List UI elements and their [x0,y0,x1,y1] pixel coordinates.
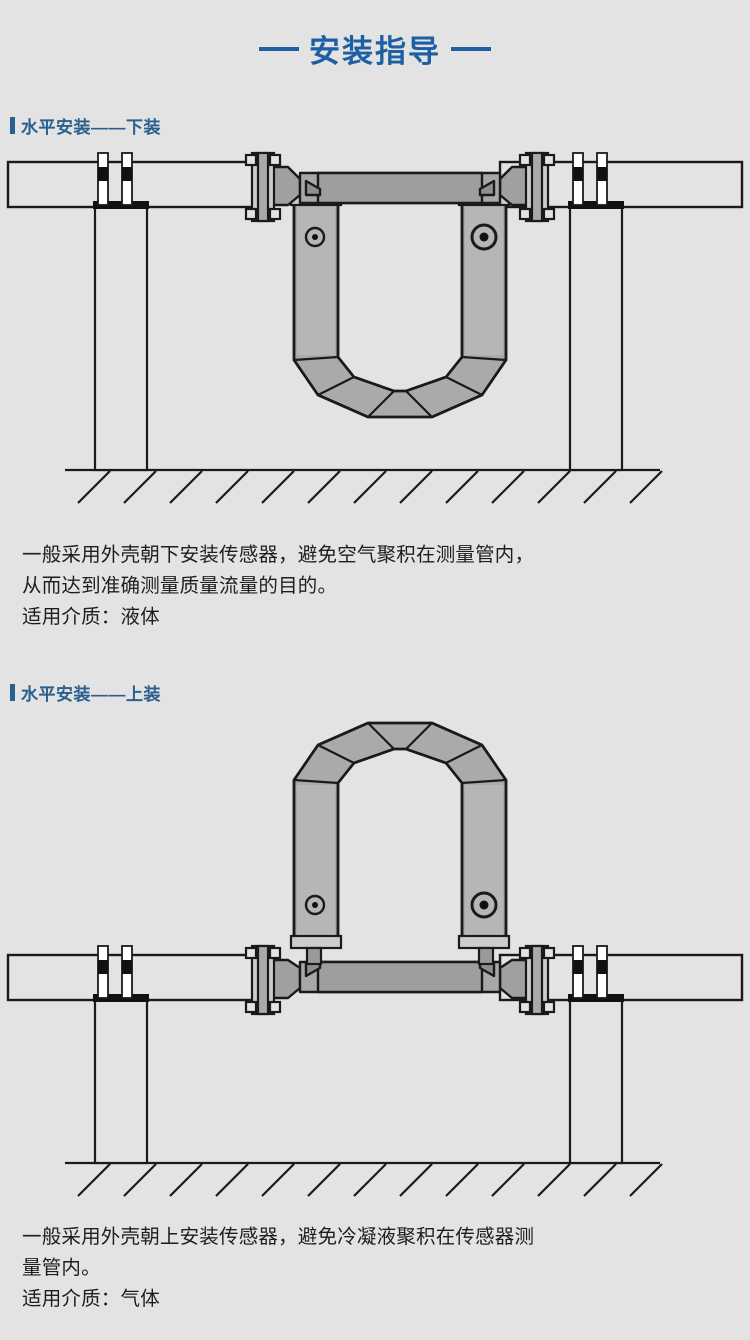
support-stand-right [568,998,624,1165]
flange-right [518,151,556,223]
sensor-leg-cap-left [289,934,343,950]
sensor-port-left [304,894,326,916]
ground-hatching [65,1161,663,1197]
sensor-port-right [470,891,498,919]
description-line: 一般采用外壳朝上安装传感器，避免冷凝液聚积在传感器测 [22,1226,535,1248]
flange-left [244,944,282,1016]
process-pipe-left [6,953,260,1002]
section-marker-bar [10,684,15,701]
process-pipe-left [6,160,260,209]
title-dash-right [451,46,491,51]
diagram-horizontal-install-housing-down [0,145,750,515]
sensor-u-facets [294,355,506,417]
transmitter-neck-stems [305,946,495,966]
section-header-label: 水平安装——下装 [21,118,161,137]
section-header-label: 水平安装——上装 [21,685,161,704]
sensor-leg-cap-right [457,934,511,950]
title-dash-left [259,46,299,51]
sensor-u-facets [293,722,507,785]
description-line: 量管内。 [22,1257,101,1279]
ground-hatching [65,468,663,504]
transmitter-housing [266,958,534,1000]
description-line: 适用介质：液体 [22,606,160,628]
description-line: 从而达到准确测量质量流量的目的。 [22,575,338,597]
section-marker-bar [10,117,15,134]
pipe-clamp-right [568,945,624,1002]
diagram-horizontal-install-housing-up [0,700,750,1220]
flange-right [518,944,556,1016]
page-title: 安装指导 [249,26,501,71]
description-housing-down: 一般采用外壳朝下安装传感器，避免空气聚积在测量管内， 从而达到准确测量质量流量的… [22,540,734,633]
sensor-port-left [304,226,326,248]
transmitter-housing [266,165,534,207]
sensor-leg-outline [292,200,508,419]
pipe-clamp-right [568,152,624,209]
support-stand-left [93,205,149,472]
section-header-horizontal-down: 水平安装——下装 [10,113,161,138]
transmitter-necks [304,179,496,197]
description-line: 适用介质：气体 [22,1288,160,1310]
flange-left [244,151,282,223]
description-housing-up: 一般采用外壳朝上安装传感器，避免冷凝液聚积在传感器测 量管内。 适用介质：气体 [22,1222,734,1315]
support-stand-left [93,998,149,1165]
page-title-text: 安装指导 [309,34,441,69]
pipe-clamp-left [93,152,149,209]
sensor-leg-highlight [297,203,503,355]
support-stand-right [568,205,624,472]
sensor-leg-highlight [297,785,503,937]
pipe-clamp-left [93,945,149,1002]
description-line: 一般采用外壳朝下安装传感器，避免空气聚积在测量管内， [22,544,535,566]
sensor-port-right [470,223,498,251]
section-header-horizontal-up: 水平安装——上装 [10,680,161,705]
sensor-leg-outline [292,721,508,940]
page-title-wrapper: 安装指导 [0,26,750,71]
